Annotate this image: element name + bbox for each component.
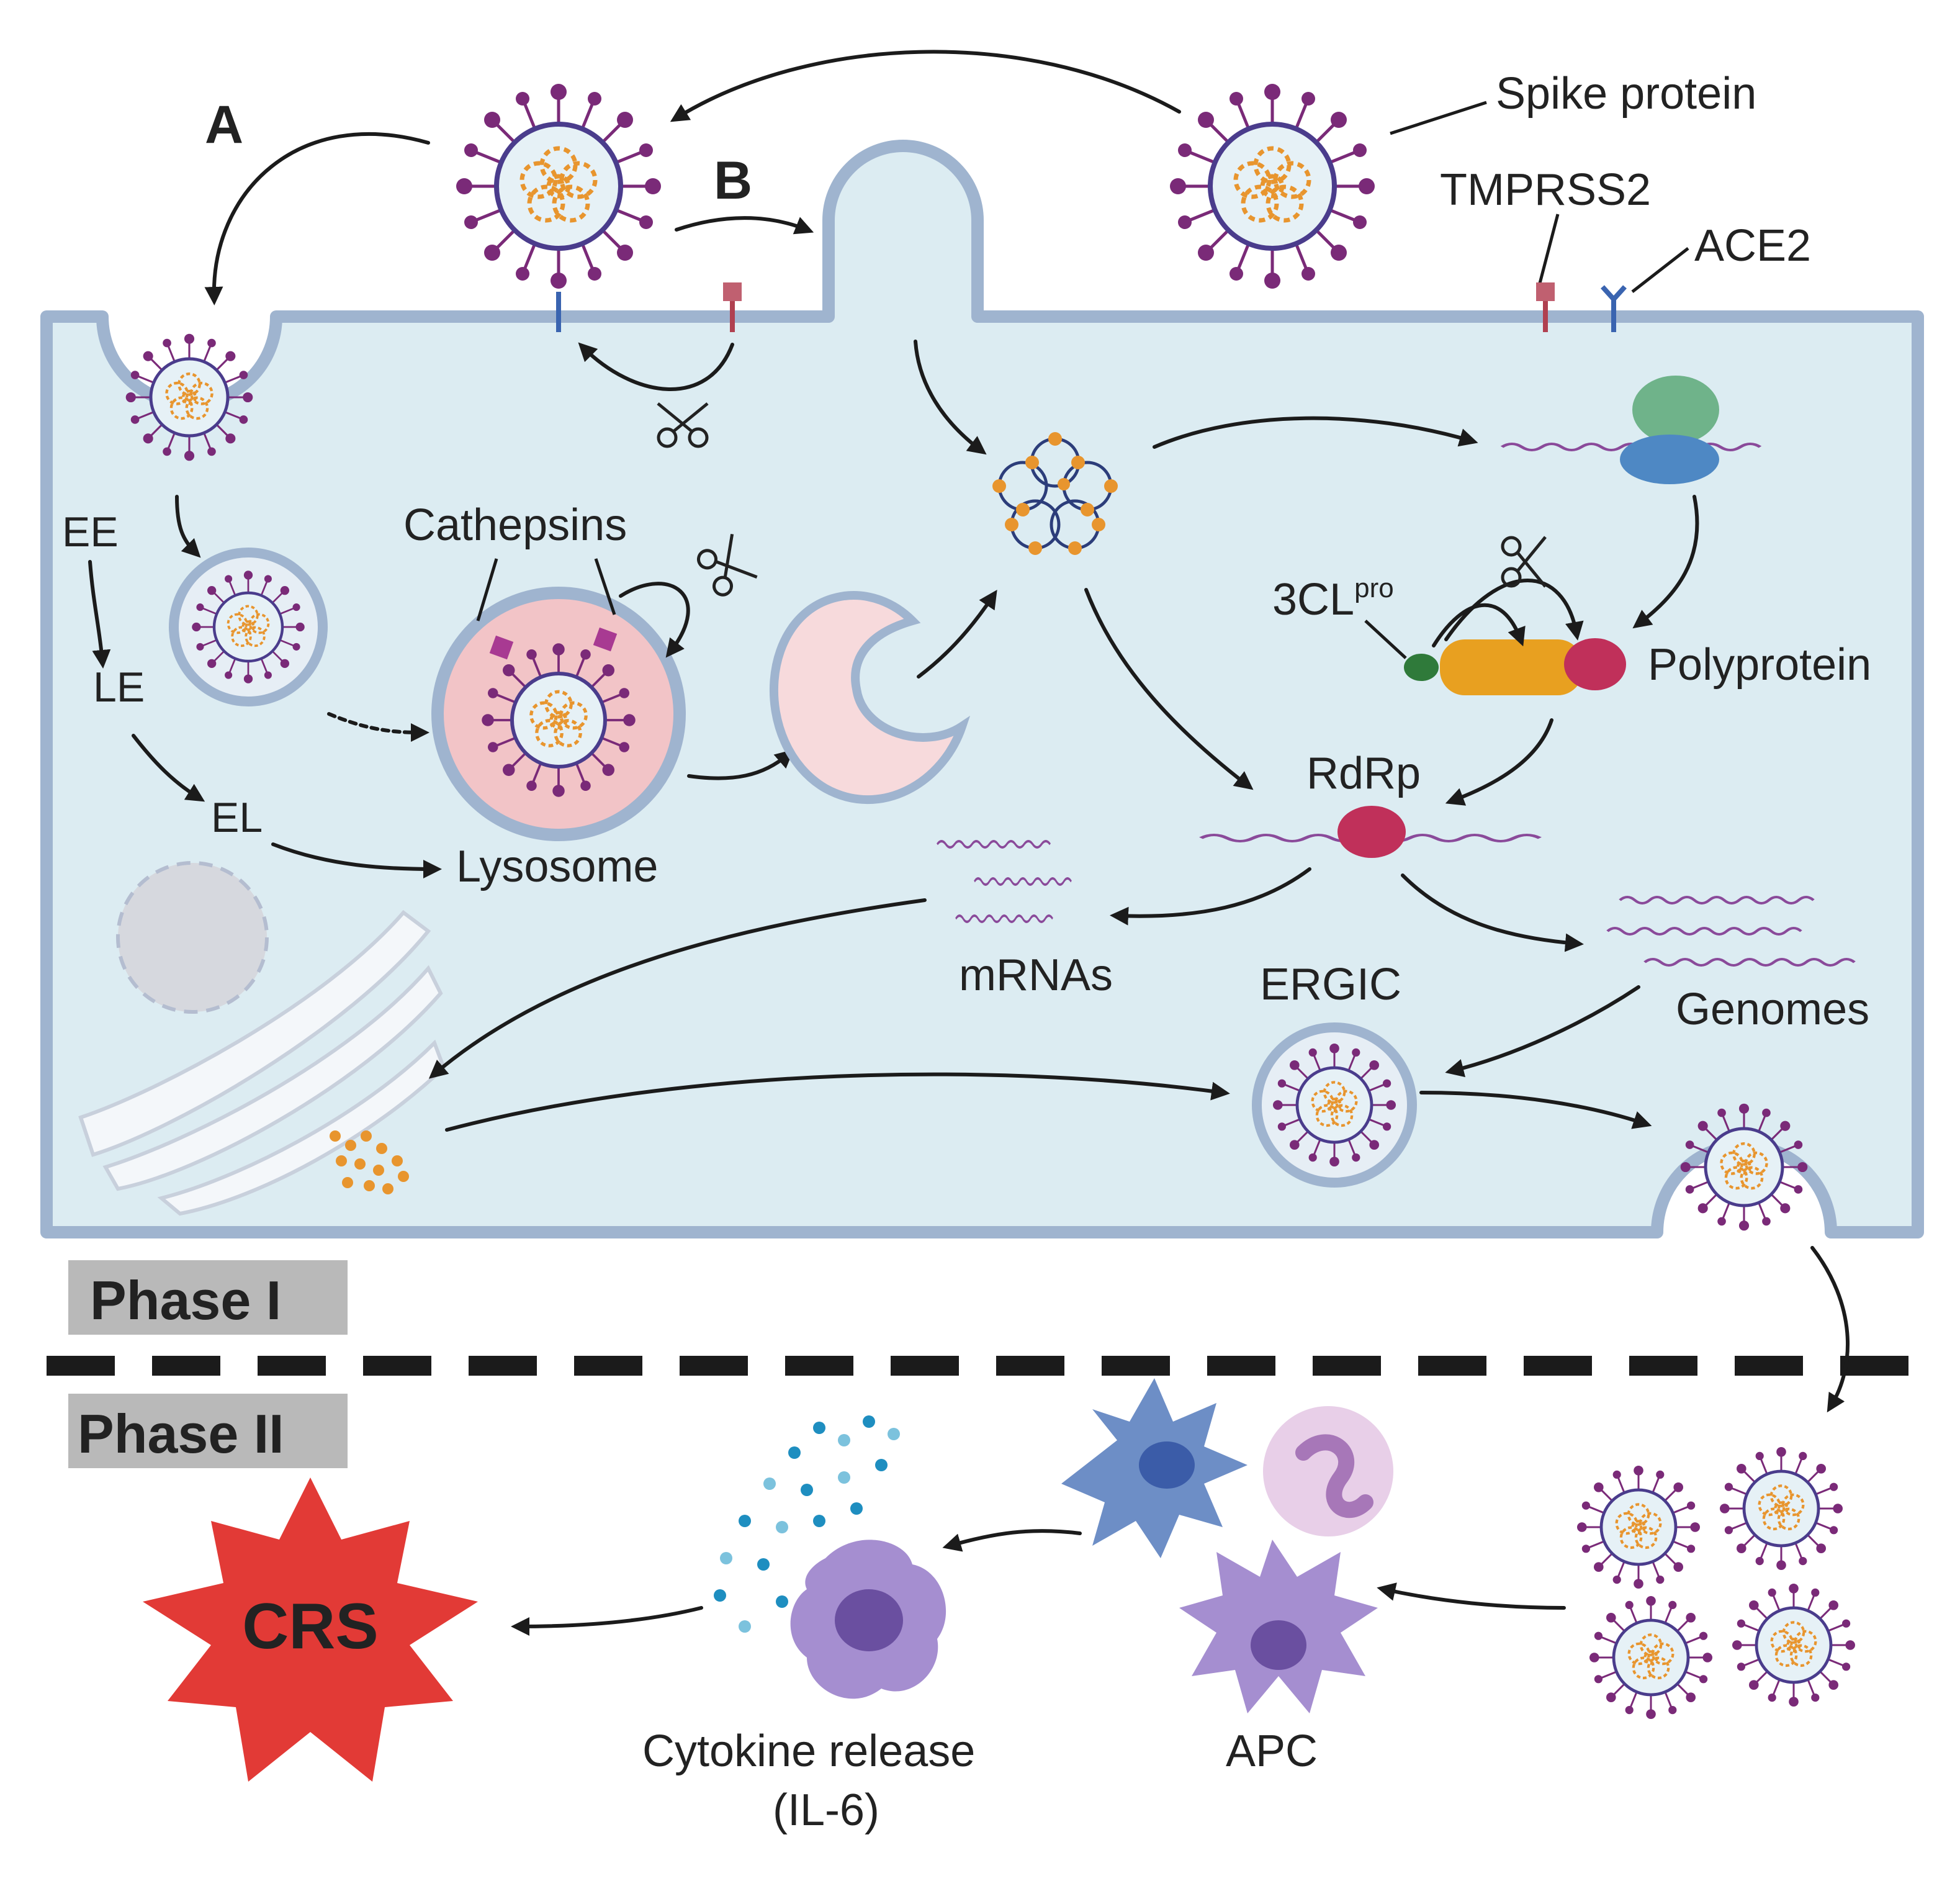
virion-extracellular <box>1170 84 1375 289</box>
arrow-to-route-a <box>670 50 1181 122</box>
scissors-icon-polyprotein <box>1501 536 1547 588</box>
arrow-endosome-to-lysosome <box>327 712 429 742</box>
rdrp-label: RdRp <box>1306 749 1421 798</box>
polyprotein-label: Polyprotein <box>1648 640 1871 690</box>
fused-membrane-crescent <box>770 591 971 804</box>
spike-protein-label: Spike protein <box>1496 69 1756 119</box>
macrophage-apc-icon <box>1179 1540 1378 1713</box>
3clpro-label: 3CLpro <box>1272 573 1394 625</box>
arrow-cleavage-1 <box>1432 603 1526 647</box>
arrow-cathepsin-cleavage <box>619 582 690 658</box>
tmprss2-label: TMPRSS2 <box>1440 165 1651 215</box>
spike-protein-pointer <box>1390 101 1487 135</box>
virion-exocytosis <box>1681 1104 1808 1231</box>
mrnas-label: mRNAs <box>959 950 1113 1000</box>
cathepsins-label: Cathepsins <box>403 500 627 550</box>
phase-1-box <box>68 1260 348 1335</box>
le-label: LE <box>93 664 145 711</box>
arrow-ee-to-le <box>88 560 111 669</box>
arrow-crescent-to-rna <box>917 590 997 679</box>
cathepsin-pointer-1 <box>476 558 498 621</box>
arrow-rna-to-rdrp <box>1084 588 1254 790</box>
ribosome-cluster-icon <box>330 1130 409 1194</box>
arrow-tmprss2-cleavage <box>578 342 734 391</box>
released-virions <box>1577 1447 1855 1719</box>
ee-label: EE <box>62 508 119 556</box>
phase-2-box <box>68 1394 348 1468</box>
tmprss2-pointer <box>1537 214 1560 286</box>
crs-label: CRS <box>242 1590 379 1662</box>
ace2-pointer <box>1631 247 1689 293</box>
neutrophil-icon <box>1263 1406 1393 1536</box>
endosome <box>169 548 328 706</box>
scissors-icon <box>657 402 709 448</box>
ergic-vesicle <box>1252 1022 1417 1188</box>
arrow-virions-to-apc <box>1377 1582 1566 1610</box>
macrophage-icon <box>790 1540 946 1699</box>
arrow-ribosome-to-polyprotein <box>1632 495 1699 629</box>
arrow-ergic-to-exocytosis <box>1419 1091 1652 1129</box>
lysosome-vesicle <box>431 587 686 841</box>
arrow-le-to-el <box>132 734 205 802</box>
arrow-genomes-to-ergic <box>1445 985 1640 1078</box>
tmprss2-receptor-icon <box>1536 282 1555 332</box>
cytokine-particles <box>714 1415 900 1633</box>
cytokine-release-label: Cytokine release <box>642 1726 975 1776</box>
cathepsin-pointer-2 <box>594 558 616 615</box>
dendritic-cell-icon <box>1061 1378 1247 1558</box>
ribosome-icon <box>1620 376 1719 484</box>
arrow-polyprotein-to-rdrp <box>1445 718 1553 806</box>
rdrp-icon <box>1337 806 1406 858</box>
tmprss2-near-a-icon <box>723 282 742 332</box>
arrow-lysosome-to-fusion <box>687 749 794 780</box>
arrow-mrnas-to-er <box>428 898 927 1079</box>
golgi-er-icon <box>78 909 446 1216</box>
arrow-pit-to-endosome <box>175 495 201 558</box>
ace2-receptor-icon <box>1601 285 1627 332</box>
route-a-label: A <box>205 95 243 155</box>
apc-label: APC <box>1226 1726 1318 1776</box>
crs-burst-icon <box>143 1477 478 1782</box>
arrow-fusion-to-rna <box>914 340 987 455</box>
ergic-label: ERGIC <box>1260 960 1401 1009</box>
genomes-label: Genomes <box>1676 985 1869 1034</box>
arrow-el-to-lysosome <box>271 842 442 878</box>
arrow-er-to-ergic <box>445 1072 1230 1132</box>
virion-route-a <box>456 84 661 289</box>
arrow-virion-to-fusion <box>675 216 814 235</box>
scissors-icon-lysosome <box>697 533 758 597</box>
arrow-cleavage-2 <box>1444 579 1584 641</box>
arrow-rdrp-to-genomes <box>1401 873 1584 952</box>
virion-in-endocytic-pit <box>126 334 253 461</box>
arrow-virion-to-endocytosis <box>204 132 430 305</box>
arrow-rna-to-ribosome <box>1153 416 1478 449</box>
phase-1-label: Phase I <box>90 1270 281 1331</box>
route-b-label: B <box>714 151 752 210</box>
polyprotein-icon <box>1404 638 1626 695</box>
arrow-release-to-virions <box>1810 1246 1850 1413</box>
arrow-apc-to-cytokine <box>942 1529 1082 1552</box>
ace2-label: ACE2 <box>1694 221 1811 271</box>
el-label: EL <box>211 794 263 841</box>
lysosome-label: Lysosome <box>456 842 658 891</box>
3clpro-pointer <box>1364 620 1407 659</box>
phase-2-label: Phase II <box>78 1403 284 1464</box>
arrow-cytokine-to-crs <box>511 1606 703 1636</box>
il6-label: (IL-6) <box>773 1785 879 1835</box>
arrow-rdrp-to-mrnas <box>1110 867 1311 926</box>
nucleus <box>116 861 269 1014</box>
